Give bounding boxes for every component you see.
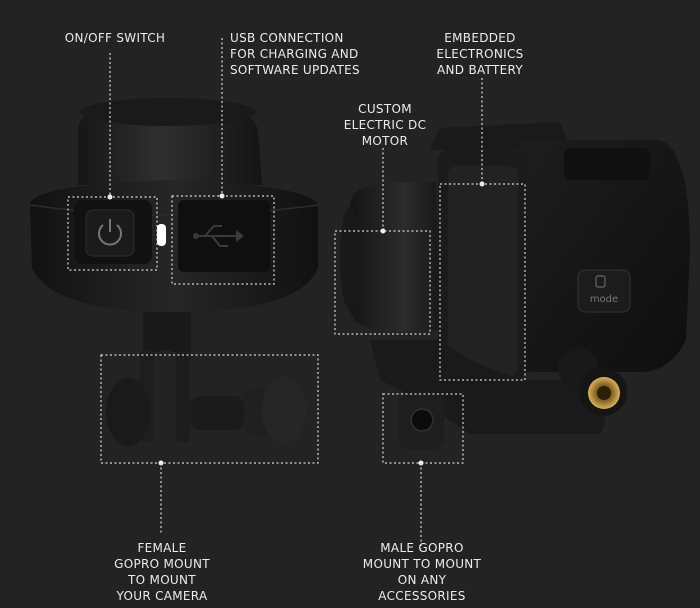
box-female-mount	[100, 354, 319, 464]
top-cap	[80, 98, 256, 126]
mode-icon	[595, 275, 606, 288]
label-male-mount: MALE GOPRO MOUNT TO MOUNT ON ANY ACCESSO…	[362, 541, 482, 603]
dc-motor	[350, 182, 440, 332]
label-power-switch: ON/OFF SWITCH	[64, 31, 166, 45]
label-dc-motor: CUSTOM ELECTRIC DC MOTOR	[343, 102, 427, 148]
mode-button-label: mode	[590, 294, 618, 305]
label-usb-connection: USB CONNECTION FOR CHARGING AND SOFTWARE…	[230, 31, 360, 77]
base-housing	[30, 180, 318, 312]
female-mount-hardware	[106, 312, 306, 446]
label-embedded-electronics: EMBEDDED ELECTRONICS AND BATTERY	[436, 31, 524, 77]
male-mount-hardware	[398, 392, 444, 450]
power-button	[85, 209, 135, 257]
right-device: mode	[340, 122, 690, 450]
mode-button	[577, 269, 631, 313]
camera-body	[520, 140, 690, 372]
left-device	[29, 98, 319, 446]
lower-bracket	[370, 340, 605, 434]
callout-markers	[67, 38, 526, 549]
label-female-mount: FEMALE GOPRO MOUNT TO MOUNT YOUR CAMERA	[114, 541, 210, 603]
box-usb	[171, 195, 275, 285]
brass-tripod-insert	[588, 377, 620, 409]
usb-icon	[193, 225, 244, 247]
box-electronics	[439, 183, 526, 381]
status-led	[157, 224, 166, 246]
power-icon	[98, 219, 122, 246]
